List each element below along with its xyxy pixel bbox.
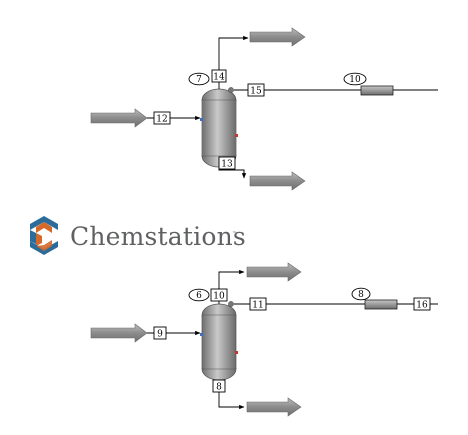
svg-text:9: 9 [157, 330, 163, 340]
bottom-valve-out-stream-label[interactable]: 16 [413, 297, 431, 311]
svg-text:6: 6 [196, 291, 202, 301]
bottom-bottoms-stream-label[interactable]: 8 [212, 379, 226, 393]
bottom-feed-stream-label[interactable]: 9 [153, 326, 167, 340]
top-valve[interactable] [360, 85, 394, 96]
bottom-feed-arrow[interactable] [90, 323, 148, 343]
svg-text:16: 16 [416, 301, 428, 311]
top-feed-stream-label[interactable]: 12 [153, 111, 171, 125]
bottom-bottoms-product-arrow[interactable] [246, 397, 302, 417]
svg-text:10: 10 [213, 292, 225, 302]
bottom-vapor-product-arrow[interactable] [246, 262, 302, 282]
top-flash-vessel[interactable] [200, 87, 238, 168]
top-side-stream-label[interactable]: 15 [247, 83, 265, 97]
top-feed-arrow[interactable] [90, 108, 148, 128]
bottom-vessel-id-label: 6 [188, 288, 210, 302]
top-bottoms-product-arrow[interactable] [249, 171, 306, 191]
chemstations-logo: Chemstations ™ [30, 216, 246, 255]
chemstations-logo-text: Chemstations [70, 222, 246, 251]
bottom-flowsheet: 9 6 10 11 [90, 262, 438, 417]
bottom-vapor-stream-label[interactable]: 10 [210, 288, 228, 302]
top-vessel-id-label: 7 [188, 72, 210, 86]
top-bottoms-stream-label[interactable]: 13 [218, 156, 236, 170]
svg-text:10: 10 [349, 75, 361, 85]
svg-text:15: 15 [250, 87, 262, 97]
svg-text:11: 11 [252, 301, 263, 311]
bottom-valve-id-label: 8 [351, 287, 371, 301]
bottom-side-stream-label[interactable]: 11 [249, 297, 267, 311]
logo-trademark: ™ [232, 231, 237, 237]
svg-text:8: 8 [216, 383, 222, 393]
top-vapor-product-arrow[interactable] [249, 27, 306, 47]
svg-text:7: 7 [196, 75, 202, 85]
bottom-flash-vessel[interactable] [200, 301, 238, 381]
bottom-valve[interactable] [364, 299, 398, 310]
svg-text:13: 13 [221, 160, 233, 170]
svg-text:14: 14 [213, 73, 225, 83]
top-vapor-stream-label[interactable]: 14 [211, 69, 227, 83]
top-flowsheet: 12 7 14 15 [90, 27, 438, 191]
chemstations-logo-mark [30, 216, 58, 255]
svg-text:12: 12 [156, 115, 167, 125]
svg-text:8: 8 [358, 290, 364, 300]
top-valve-id-label: 10 [343, 72, 367, 86]
